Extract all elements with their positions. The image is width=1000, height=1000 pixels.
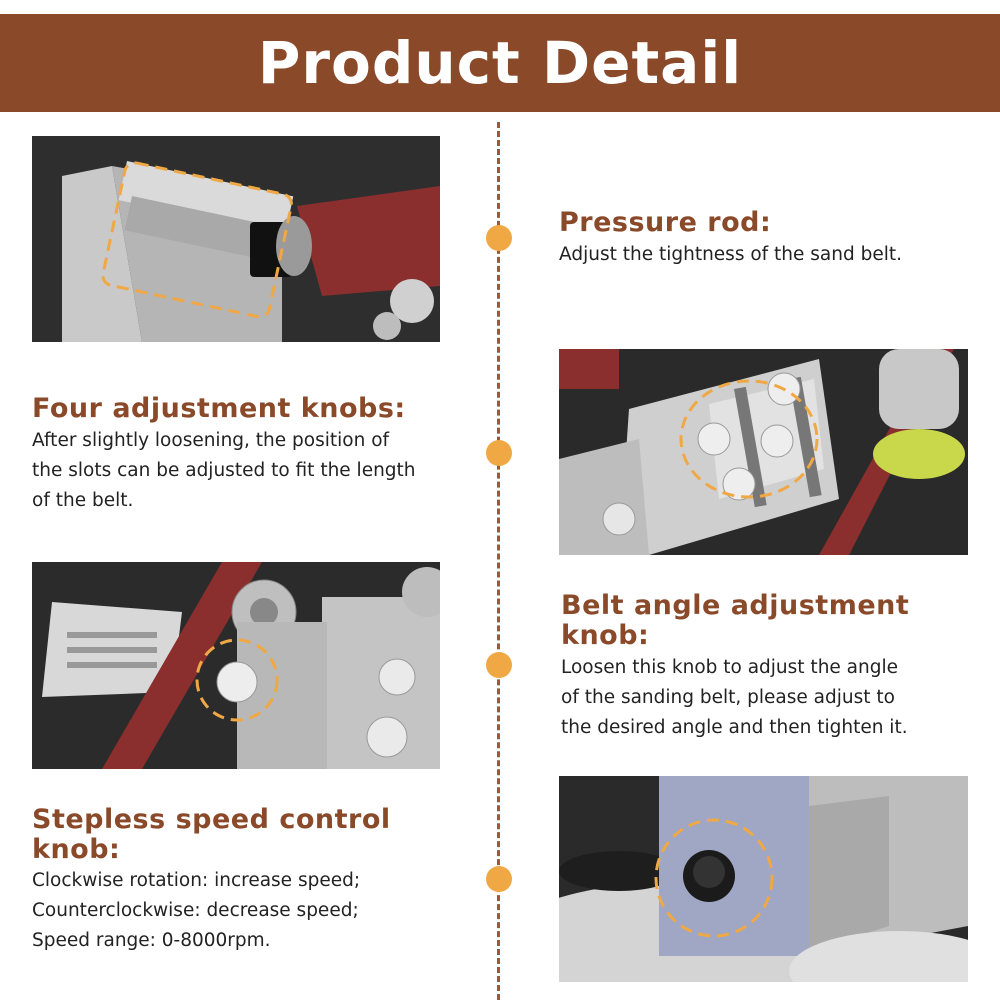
description-line: of the sanding belt, please adjust to xyxy=(561,687,895,708)
pressure-rod-photo xyxy=(32,136,440,342)
belt-angle-description: Loosen this knob to adjust the angle of … xyxy=(561,653,908,743)
heading-line: Belt angle adjustment xyxy=(561,590,910,621)
pressure-rod-description: Adjust the tightness of the sand belt. xyxy=(559,240,902,270)
description-line: of the belt. xyxy=(32,490,134,511)
pressure-rod-heading: Pressure rod: xyxy=(559,207,772,238)
belt-angle-knob-photo xyxy=(32,562,440,769)
heading-line: knob: xyxy=(32,834,121,865)
page-title: Product Detail xyxy=(257,29,743,97)
timeline-dot xyxy=(486,225,512,251)
description-line: the slots can be adjusted to fit the len… xyxy=(32,460,416,481)
heading-line: knob: xyxy=(561,620,650,651)
four-knobs-heading: Four adjustment knobs: xyxy=(32,393,406,424)
speed-knob-description: Clockwise rotation: increase speed; Coun… xyxy=(32,866,360,956)
heading-line: Stepless speed control xyxy=(32,804,391,835)
speed-knob-heading: Stepless speed control knob: xyxy=(32,805,391,865)
timeline-dot xyxy=(486,440,512,466)
four-knobs-photo xyxy=(559,349,968,555)
description-line: Clockwise rotation: increase speed; xyxy=(32,870,361,891)
description-line: Loosen this knob to adjust the angle xyxy=(561,657,899,678)
timeline-dot xyxy=(486,866,512,892)
header-banner: Product Detail xyxy=(0,14,1000,112)
description-line: the desired angle and then tighten it. xyxy=(561,717,908,738)
speed-knob-photo xyxy=(559,776,968,982)
belt-angle-heading: Belt angle adjustment knob: xyxy=(561,591,909,651)
four-knobs-description: After slightly loosening, the position o… xyxy=(32,426,416,516)
timeline-dot xyxy=(486,652,512,678)
description-line: Adjust the tightness of the sand belt. xyxy=(559,244,903,265)
description-line: Speed range: 0-8000rpm. xyxy=(32,930,271,951)
description-line: After slightly loosening, the position o… xyxy=(32,430,390,451)
description-line: Counterclockwise: decrease speed; xyxy=(32,900,359,921)
center-divider xyxy=(497,122,500,1000)
